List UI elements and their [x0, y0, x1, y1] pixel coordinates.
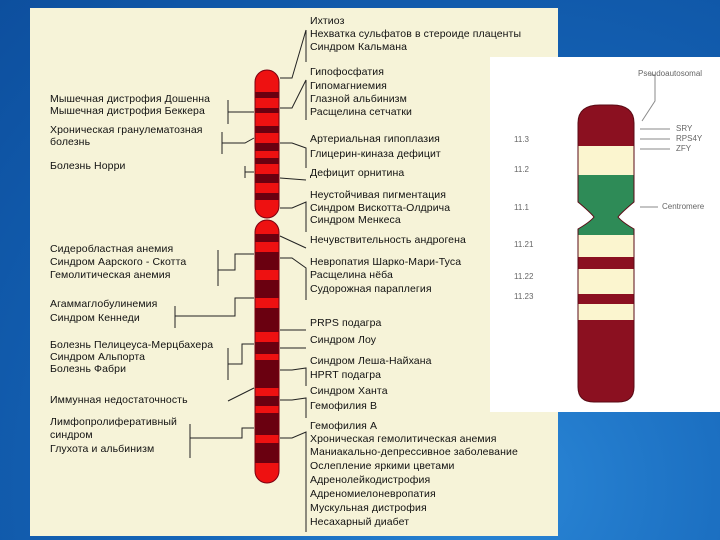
right-disease-label: Расщелина нёба [310, 269, 393, 281]
right-disease-label: HPRT подагра [310, 369, 382, 381]
left-disease-label: Сидеробластная анемия [50, 243, 174, 255]
inset-gene-label: RPS4Y [676, 134, 703, 143]
left-disease-label: Глухота и альбинизм [50, 443, 155, 455]
right-disease-label: Ихтиоз [310, 15, 345, 27]
y-chromosome-ideogram [577, 74, 670, 403]
right-disease-label: Синдром Менкеса [310, 214, 401, 226]
inset-band-label: 11.23 [514, 292, 534, 301]
left-disease-label: Болезнь Пелицеуса-Мерцбахера [50, 339, 214, 351]
right-disease-label: Несахарный диабет [310, 516, 410, 528]
right-disease-label: Расщелина сетчатки [310, 106, 413, 118]
x-chromosome-ideogram [174, 29, 307, 532]
right-disease-label: Гипомагниемия [310, 80, 387, 92]
right-disease-label: Невропатия Шарко-Мари-Туса [310, 256, 462, 268]
right-disease-label: Ослепление яркими цветами [310, 460, 455, 472]
left-disease-label: Иммунная недостаточность [50, 394, 188, 406]
left-disease-label: Синдром Альпорта [50, 351, 146, 363]
right-disease-label: Гемофилия А [310, 420, 378, 432]
right-disease-label: Дефицит орнитина [310, 167, 405, 179]
right-disease-label: Глазной альбинизм [310, 93, 407, 105]
inset-band-label: 11.22 [514, 272, 534, 281]
left-disease-label: Лимфопролиферативный [50, 416, 177, 428]
inset-gene-label: ZFY [676, 144, 692, 153]
right-disease-label: Глицерин-киназа дефицит [310, 148, 441, 160]
left-disease-label: синдром [50, 429, 93, 441]
right-disease-label: PRPS подагра [310, 317, 382, 329]
left-disease-label: Агаммаглобулинемия [50, 298, 158, 310]
right-disease-label: Артериальная гипоплазия [310, 133, 440, 145]
left-disease-label: Болезнь Норри [50, 160, 126, 172]
right-disease-label: Синдром Вискотта-Олдрича [310, 202, 451, 214]
right-disease-label: Гемофилия В [310, 400, 378, 412]
right-disease-label: Адренолейкодистрофия [310, 474, 431, 486]
inset-band-label: 11.2 [514, 165, 529, 174]
right-disease-label: Гипофосфатия [310, 66, 385, 78]
right-disease-label: Нехватка сульфатов в стероиде плаценты [310, 28, 522, 40]
left-disease-label: Мышечная дистрофия Беккера [50, 105, 205, 117]
inset-top-label: Pseudoautosomal [638, 69, 703, 78]
left-disease-label: Синдром Аарского - Скотта [50, 256, 187, 268]
right-disease-label: Адреномиелоневропатия [310, 488, 436, 500]
left-disease-label: Хроническая гранулематозная [50, 124, 203, 136]
right-disease-label: Нечувствительность андрогена [310, 234, 466, 246]
right-disease-label: Неустойчивая пигментация [310, 189, 447, 201]
right-disease-label: Судорожная параплегия [310, 283, 432, 295]
inset-band-label: 11.3 [514, 135, 529, 144]
right-disease-label: Синдром Кальмана [310, 41, 408, 53]
right-disease-label: Хроническая гемолитическая анемия [310, 433, 497, 445]
left-disease-label: Болезнь Фабри [50, 363, 127, 375]
inset-gene-label: SRY [676, 124, 693, 133]
left-disease-label: болезнь [50, 136, 91, 148]
right-disease-label: Синдром Леша-Найхана [310, 355, 432, 367]
right-disease-label: Синдром Ханта [310, 385, 388, 397]
left-disease-label: Мышечная дистрофия Дошенна [50, 93, 211, 105]
right-disease-label: Мускульная дистрофия [310, 502, 427, 514]
right-disease-label: Синдром Лоу [310, 334, 377, 346]
right-disease-label: Маниакально-депрессивное заболевание [310, 446, 518, 458]
inset-gene-label: Centromere [662, 202, 705, 211]
inset-band-label: 11.1 [514, 203, 529, 212]
inset-band-label: 11.21 [514, 240, 534, 249]
left-disease-label: Синдром Кеннеди [50, 312, 140, 324]
left-disease-label: Гемолитическая анемия [50, 269, 171, 281]
